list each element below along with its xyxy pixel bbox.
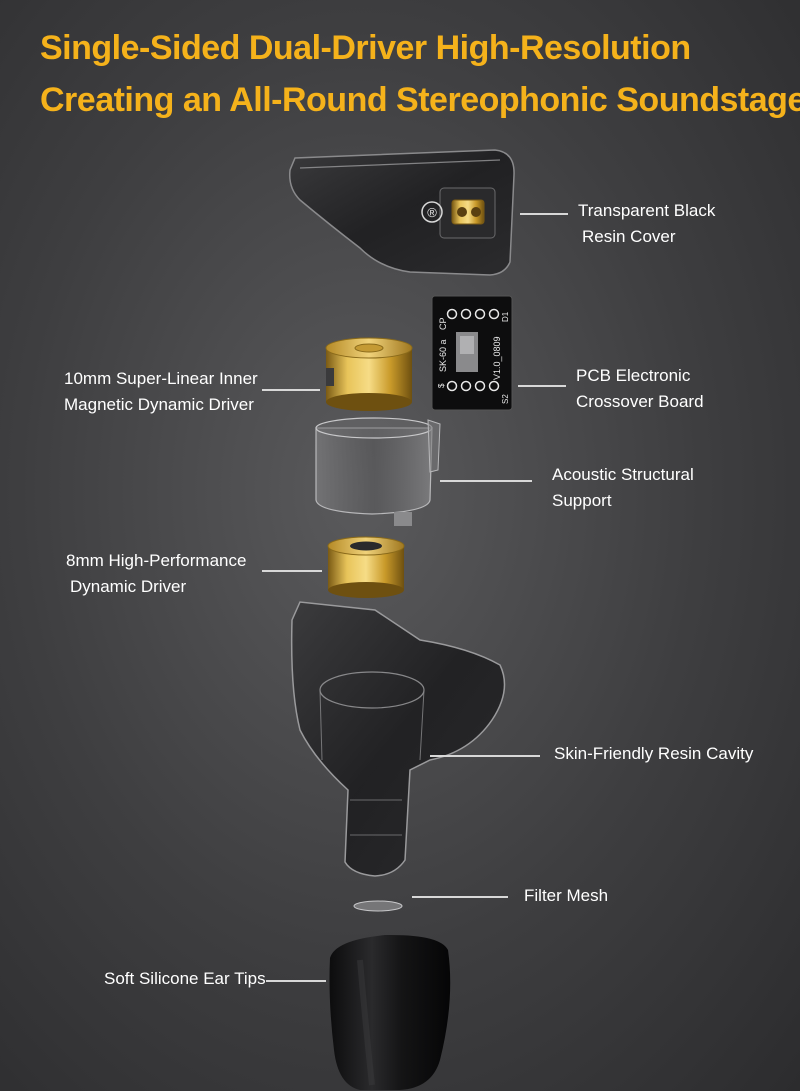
leader-driver10 xyxy=(262,389,320,391)
title-line-2: Creating an All-Round Stereophonic Sound… xyxy=(40,81,800,119)
leader-mesh xyxy=(412,896,508,898)
ear-tip xyxy=(329,934,451,1090)
label-pcb: PCB Electronic Crossover Board xyxy=(576,363,704,415)
label-driver8-line1: 8mm High-Performance xyxy=(66,551,247,570)
leader-support xyxy=(440,480,532,482)
label-cavity: Skin-Friendly Resin Cavity xyxy=(554,741,753,767)
pcb-cp-text: CP xyxy=(438,317,448,330)
resin-cavity xyxy=(290,601,506,877)
pcb-model-text: SK-60 a xyxy=(438,339,448,372)
label-driver10: 10mm Super-Linear Inner Magnetic Dynamic… xyxy=(64,366,258,418)
pcb-corner-mark: $ xyxy=(437,383,446,388)
driver-10mm xyxy=(325,337,413,411)
label-driver8-line2: Dynamic Driver xyxy=(70,577,187,596)
acoustic-support xyxy=(315,417,441,526)
label-support-line2: Support xyxy=(552,491,612,510)
label-tips: Soft Silicone Ear Tips xyxy=(104,966,266,992)
logo-mark: ® xyxy=(427,205,437,220)
label-pcb-line2: Crossover Board xyxy=(576,392,704,411)
label-cover-line2: Resin Cover xyxy=(582,227,676,246)
driver-8mm xyxy=(327,536,405,598)
page-title: Single-Sided Dual-Driver High-Resolution… xyxy=(40,22,800,126)
label-mesh-line1: Filter Mesh xyxy=(524,886,609,905)
label-cover-line1: Transparent Black xyxy=(578,201,716,220)
pcb-pin-top: D1 xyxy=(501,311,510,322)
leader-cavity xyxy=(430,755,540,757)
label-driver8: 8mm High-Performance Dynamic Driver xyxy=(66,548,246,600)
label-driver10-line2: Magnetic Dynamic Driver xyxy=(64,395,254,414)
pcb-board: SK-60 a CP V1.0_0809 D1 S2 $ xyxy=(431,295,513,411)
label-cavity-line1: Skin-Friendly Resin Cavity xyxy=(554,744,754,763)
title-line-1: Single-Sided Dual-Driver High-Resolution xyxy=(40,29,691,67)
pcb-pin-bottom: S2 xyxy=(501,394,510,404)
leader-pcb xyxy=(518,385,566,387)
label-support: Acoustic Structural Support xyxy=(552,462,694,514)
filter-mesh xyxy=(353,900,403,912)
resin-cover: ® xyxy=(288,149,515,276)
label-support-line1: Acoustic Structural xyxy=(552,465,694,484)
label-tips-line1: Soft Silicone Ear Tips xyxy=(104,969,266,988)
label-driver10-line1: 10mm Super-Linear Inner xyxy=(64,369,258,388)
label-pcb-line1: PCB Electronic xyxy=(576,366,691,385)
leader-driver8 xyxy=(262,570,322,572)
pcb-version-text: V1.0_0809 xyxy=(492,336,502,380)
leader-cover xyxy=(520,213,568,215)
label-mesh: Filter Mesh xyxy=(524,883,608,909)
leader-tips xyxy=(266,980,326,982)
label-cover: Transparent Black Resin Cover xyxy=(578,198,715,250)
